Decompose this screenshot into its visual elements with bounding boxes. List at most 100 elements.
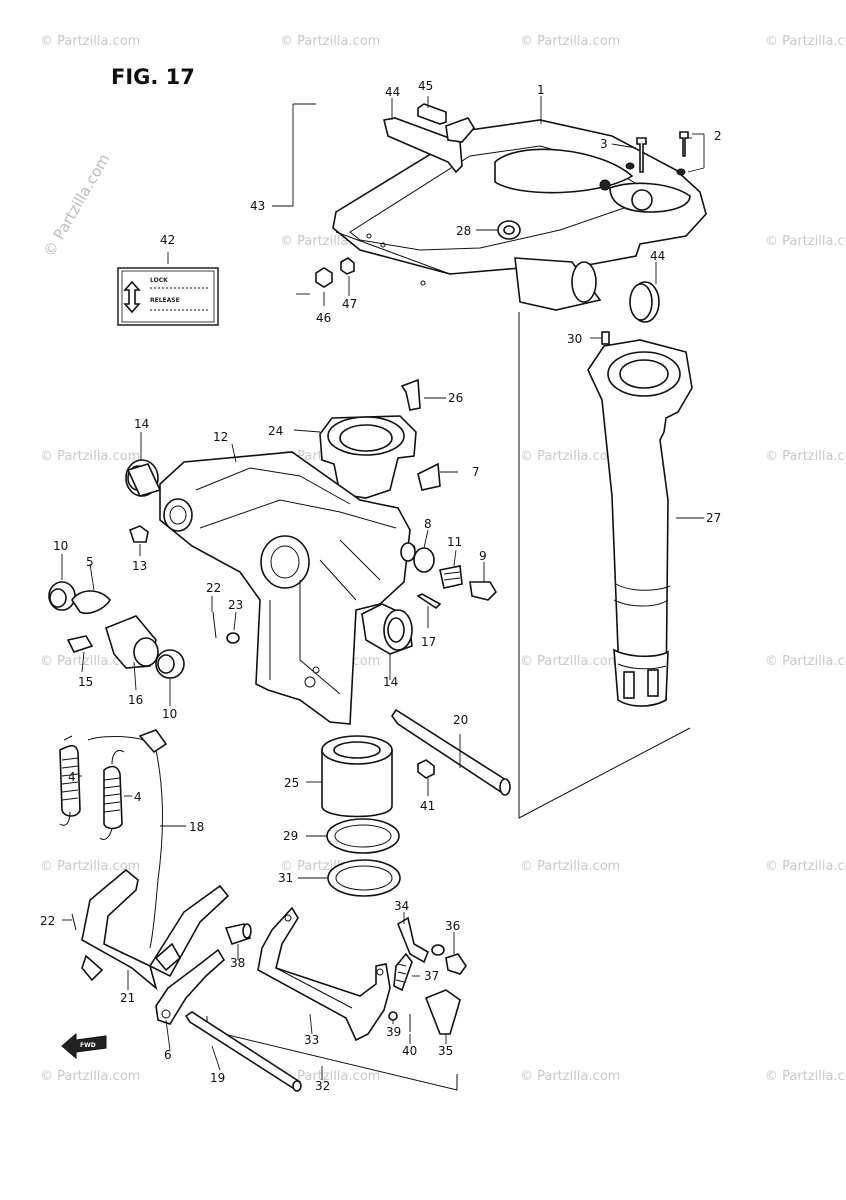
callout-37: 37 — [424, 969, 439, 983]
lower-bracket-33 — [257, 906, 391, 1042]
callout-14-left: 14 — [134, 417, 149, 431]
decal-lock-text: LOCK — [150, 277, 168, 284]
decal-release-text: RELEASE — [150, 297, 180, 304]
callout-9: 9 — [479, 549, 487, 563]
grommet — [497, 220, 521, 240]
ring-29 — [326, 818, 400, 854]
callout-12: 12 — [213, 430, 228, 444]
swivel-bracket — [332, 119, 707, 311]
callout-16: 16 — [128, 693, 143, 707]
callout-20: 20 — [453, 713, 468, 727]
callout-1: 1 — [537, 83, 545, 97]
small-hardware-right — [413, 547, 498, 601]
callout-8: 8 — [424, 517, 432, 531]
bushing-14-left — [125, 459, 162, 497]
rod-20 — [391, 708, 511, 796]
watermark: © Partzilla.com — [765, 449, 846, 464]
fwd-label: FWD — [80, 1042, 96, 1049]
callout-15: 15 — [78, 675, 93, 689]
callout-41: 41 — [420, 799, 435, 813]
watermark: © Partzilla.com — [520, 449, 620, 464]
callout-47: 47 — [342, 297, 357, 311]
springs-4 — [59, 735, 125, 841]
callout-38: 38 — [230, 956, 245, 970]
watermark: © Partzilla.com — [520, 1069, 620, 1084]
tilt-bracket-21 — [81, 868, 230, 991]
callout-2: 2 — [714, 129, 722, 143]
callout-30: 30 — [567, 332, 582, 346]
watermark: © Partzilla.com — [280, 1069, 380, 1084]
callout-34: 34 — [394, 899, 409, 913]
watermark: © Partzilla.com — [520, 34, 620, 49]
small-hardware-lower — [388, 916, 467, 1035]
callout-22-upper: 22 — [206, 581, 221, 595]
watermark: © Partzilla.com — [765, 859, 846, 874]
callout-36: 36 — [445, 919, 460, 933]
callout-31: 31 — [278, 871, 293, 885]
forward-direction-arrow: FWD — [61, 1032, 107, 1060]
callout-43: 43 — [250, 199, 265, 213]
watermark: © Partzilla.com — [520, 859, 620, 874]
callout-21: 21 — [120, 991, 135, 1005]
rod-19 — [184, 1011, 302, 1092]
lock-release-decal: LOCK RELEASE — [117, 267, 219, 326]
callout-4-left: 4 — [68, 770, 76, 784]
watermark: © Partzilla.com — [765, 654, 846, 669]
callout-40: 40 — [402, 1044, 417, 1058]
spacer-7 — [417, 462, 441, 491]
ring-31 — [327, 859, 401, 897]
callout-24: 24 — [268, 424, 283, 438]
nuts — [315, 257, 355, 288]
callout-45: 45 — [418, 79, 433, 93]
callout-7: 7 — [472, 465, 480, 479]
callout-46: 46 — [316, 311, 331, 325]
watermark: © Partzilla.com — [40, 1069, 140, 1084]
grease-fitting-13 — [129, 525, 149, 543]
callout-29: 29 — [283, 829, 298, 843]
watermark: © Partzilla.com — [520, 654, 620, 669]
pin-30 — [601, 331, 610, 345]
watermark-vertical: © Partzilla.com — [40, 151, 113, 260]
callout-17: 17 — [421, 635, 436, 649]
callout-25: 25 — [284, 776, 299, 790]
callout-32: 32 — [315, 1079, 330, 1093]
callout-19: 19 — [210, 1071, 225, 1085]
callout-44-right: 44 — [650, 249, 665, 263]
callout-28: 28 — [456, 224, 471, 238]
tilt-lever-rod — [87, 729, 168, 949]
watermark: © Partzilla.com — [40, 34, 140, 49]
upper-bushing — [319, 415, 417, 499]
callout-42: 42 — [160, 233, 175, 247]
watermark: © Partzilla.com — [40, 859, 140, 874]
callout-44-top: 44 — [385, 85, 400, 99]
pin-17 — [416, 593, 442, 610]
clip-26 — [400, 378, 421, 411]
callout-5: 5 — [86, 555, 94, 569]
callout-11: 11 — [447, 535, 462, 549]
steering-shaft-tube — [587, 339, 693, 707]
figure-title: FIG. 17 — [111, 65, 195, 89]
callout-6: 6 — [164, 1048, 172, 1062]
callout-10-bottom: 10 — [162, 707, 177, 721]
callout-18: 18 — [189, 820, 204, 834]
callout-27: 27 — [706, 511, 721, 525]
callout-3: 3 — [600, 137, 608, 151]
callout-14-right: 14 — [383, 675, 398, 689]
swivel-case — [159, 451, 416, 725]
nut-41 — [417, 759, 435, 779]
plug-right — [629, 281, 660, 323]
callout-26: 26 — [448, 391, 463, 405]
collar-38 — [224, 923, 252, 946]
callout-4-right: 4 — [134, 790, 142, 804]
watermark: © Partzilla.com — [280, 34, 380, 49]
leader-lines — [61, 96, 705, 1080]
callout-10-top: 10 — [53, 539, 68, 553]
callout-35: 35 — [438, 1044, 453, 1058]
watermark: © Partzilla.com — [40, 654, 140, 669]
washer-23 — [226, 632, 240, 644]
left-clamp-group — [48, 581, 185, 679]
watermark: © Partzilla.com — [765, 34, 846, 49]
bracket-plate — [383, 103, 475, 174]
